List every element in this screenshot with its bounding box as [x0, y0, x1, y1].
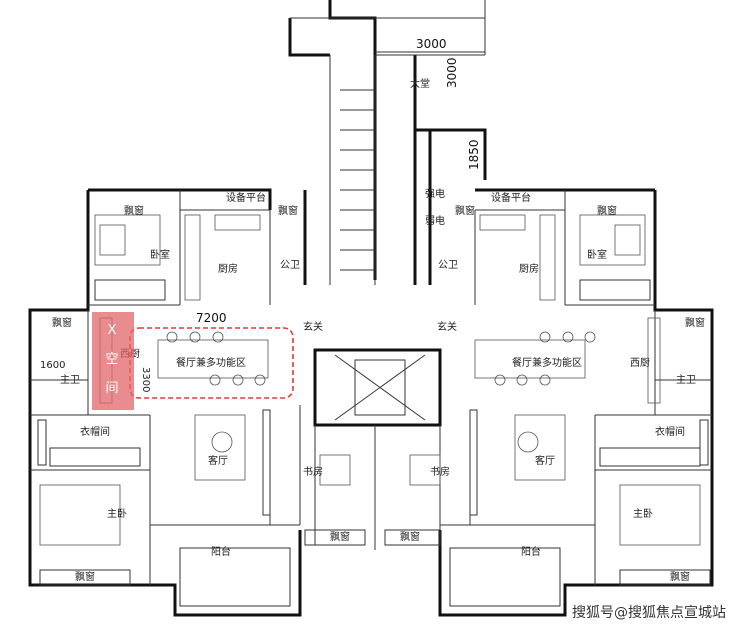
dim-top-width: 3000: [416, 37, 447, 51]
brand-watermark: X 空 间: [92, 312, 134, 410]
label-balcony-left: 阳台: [211, 545, 231, 558]
label-bedroom-left: 卧室: [150, 248, 170, 261]
label-public-wc-right: 公卫: [438, 260, 458, 271]
label-public-wc-left: 公卫: [280, 260, 300, 271]
dimensions: 3000 3000 1850 7200 3300 1600: [40, 37, 485, 392]
walls: [28, 0, 714, 617]
label-bay-window-study-left: 飘窗: [330, 530, 350, 543]
labels-right-unit: 强电 弱电 设备平台 飘窗 飘窗 卧室 厨房 公卫 玄关 餐厅兼多功能区 西厨 …: [400, 187, 705, 583]
label-equipment-right: 设备平台: [491, 191, 531, 204]
label-equipment-left: 设备平台: [226, 191, 266, 204]
watermark-char-1: 空: [105, 352, 118, 367]
stair-treads: [340, 89, 375, 271]
label-bay-window-bedroom-left: 飘窗: [124, 204, 144, 217]
label-weak-elec: 弱电: [425, 214, 445, 227]
label-balcony-right: 阳台: [521, 545, 541, 558]
label-bay-window-master-left: 飘窗: [75, 570, 95, 583]
label-master-bath-right: 主卫: [676, 374, 696, 386]
label-bay-window-bedroom-right: 飘窗: [597, 204, 617, 217]
label-kitchen-right: 厨房: [519, 262, 539, 275]
label-dining-right: 餐厅兼多功能区: [512, 356, 582, 369]
dim-lobby-depth: 3000: [445, 57, 459, 88]
furniture: [39, 214, 701, 546]
label-master-bed-right: 主卧: [633, 507, 653, 520]
label-cloakroom-right: 衣帽间: [655, 425, 685, 438]
label-study-right: 书房: [430, 465, 450, 478]
dim-bath-width: 1600: [40, 360, 65, 371]
label-bedroom-right: 卧室: [587, 248, 607, 261]
label-study-left: 书房: [303, 465, 323, 478]
watermark-char-2: 间: [105, 381, 118, 396]
label-bay-window-master-right: 飘窗: [670, 570, 690, 583]
label-master-bath-left: 主卫: [60, 374, 80, 386]
label-bay-window-study-right: 飘窗: [400, 530, 420, 543]
label-bay-window-kitchen-right: 飘窗: [455, 204, 475, 217]
label-living-left: 客厅: [208, 454, 228, 467]
label-master-bed-left: 主卧: [107, 507, 127, 520]
label-entrance-right: 玄关: [437, 320, 457, 333]
label-bay-window-bath-right: 飘窗: [685, 316, 705, 329]
dim-living-width: 7200: [196, 311, 227, 325]
label-strong-elec: 强电: [425, 187, 445, 200]
label-bay-window-bath-left: 飘窗: [52, 316, 72, 329]
label-kitchen-left: 厨房: [218, 262, 238, 275]
label-lobby: 大堂: [410, 77, 430, 90]
label-cloakroom-left: 衣帽间: [80, 425, 110, 438]
dim-dining-depth: 3300: [140, 367, 151, 392]
label-entrance-left: 玄关: [303, 320, 323, 333]
watermark-letter: X: [108, 323, 117, 338]
footer-credit: 搜狐号@搜狐焦点宣城站: [572, 605, 726, 621]
dim-corridor-depth: 1850: [467, 139, 481, 170]
label-bay-window-kitchen-left: 飘窗: [278, 204, 298, 217]
label-living-right: 客厅: [535, 454, 555, 467]
label-west-kitchen-right: 西厨: [630, 357, 650, 369]
label-dining-left: 餐厅兼多功能区: [176, 356, 246, 369]
